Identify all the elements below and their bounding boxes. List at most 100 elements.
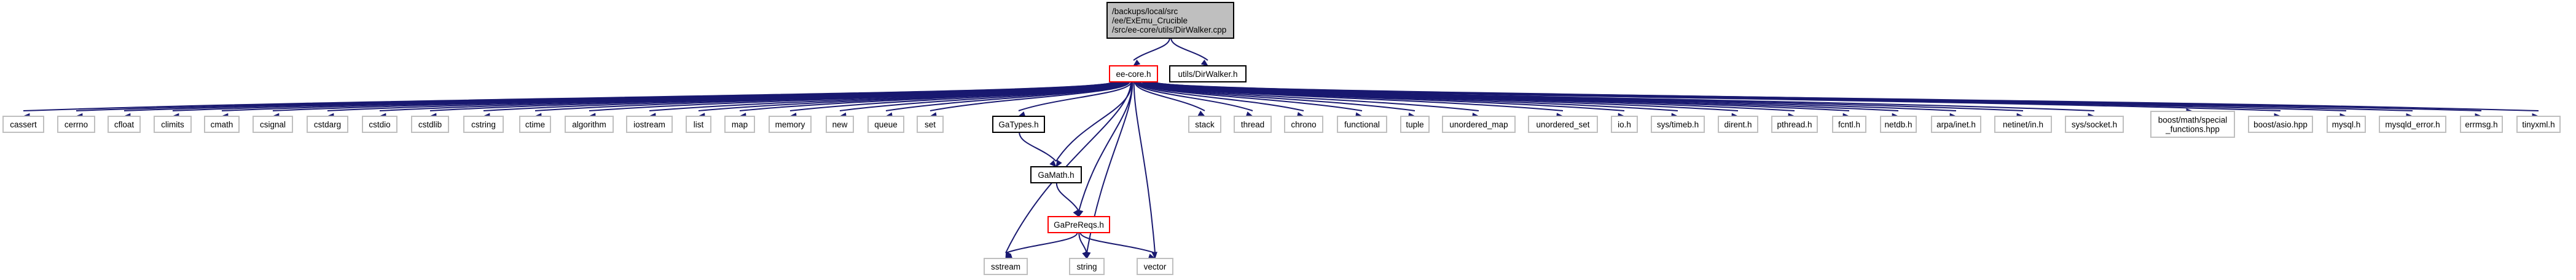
edge-line [1078, 232, 1087, 254]
node-label: map [732, 120, 748, 129]
node-box [1137, 258, 1173, 275]
edge-line [1136, 81, 1304, 111]
node-label: arpa/inet.h [1936, 120, 1976, 129]
node-label: thread [1241, 120, 1264, 129]
node-label: iostream [633, 120, 665, 129]
node-box [1069, 258, 1105, 275]
node-box [1611, 116, 1638, 133]
edge-gaprereqs-to-string [1078, 232, 1088, 260]
node-box [917, 116, 944, 133]
edge-line [1140, 81, 1479, 111]
edge-ee-core-to-vector [1133, 81, 1157, 260]
edge-ee-core-to-gamath [1055, 81, 1133, 168]
node-label: cerrno [65, 120, 88, 129]
edge-arrowhead [1132, 59, 1141, 66]
node-box [2460, 116, 2503, 133]
edge-line [839, 81, 1129, 111]
node-label: errmsg.h [2465, 120, 2497, 129]
node-set: set [917, 116, 944, 133]
node-cstring: cstring [463, 116, 504, 133]
node-label: dirent.h [1724, 120, 1752, 129]
node-list: list [686, 116, 711, 133]
node-box [1771, 116, 1818, 133]
node-label: cstdlib [418, 120, 442, 129]
node-cerrno: cerrno [57, 116, 95, 133]
node-sstream: sstream [984, 258, 1028, 275]
node-ctime: ctime [519, 116, 551, 133]
node-box [2248, 116, 2313, 133]
node-box [2, 116, 44, 133]
node-ee-core[interactable]: ee-core.h [1109, 65, 1158, 82]
node-label: functional [1344, 120, 1380, 129]
node-arpa-inet: arpa/inet.h [1931, 116, 1981, 133]
edge-ee-core-to-gatypes [1017, 81, 1132, 118]
node-gaprereqs[interactable]: GaPreReqs.h [1047, 216, 1110, 233]
node-label: sstream [991, 262, 1020, 271]
node-label: list [694, 120, 704, 129]
node-queue: queue [867, 116, 904, 133]
edge-arrowhead [1049, 160, 1057, 167]
node-label: tuple [1406, 120, 1423, 129]
node-label: set [925, 120, 936, 129]
edge-line [930, 81, 1130, 111]
node-netinet-in: netinet/in.h [1994, 116, 2052, 133]
node-asio: boost/asio.hpp [2248, 116, 2313, 133]
node-label: memory [775, 120, 805, 129]
node-io-h: io.h [1611, 116, 1638, 133]
node-box [1832, 116, 1866, 133]
node-vector: vector [1137, 258, 1173, 275]
edge-arrowhead [1082, 251, 1088, 260]
node-label: algorithm [572, 120, 606, 129]
node-box [307, 116, 348, 133]
edge-line [1153, 81, 2539, 111]
node-csignal: csignal [253, 116, 293, 133]
node-box [204, 116, 240, 133]
node-label: queue [874, 120, 898, 129]
node-label: cstdio [369, 120, 390, 129]
node-label: GaMath.h [1038, 170, 1074, 180]
node-box [1234, 116, 1272, 133]
edge-line [1135, 81, 1253, 111]
node-label: unordered_map [1449, 120, 1508, 129]
edge-gatypes-to-gamath [1019, 132, 1057, 167]
node-stack: stack [1188, 116, 1221, 133]
node-label: /backups/local/src [1112, 7, 1178, 16]
edge-arrowhead [1200, 59, 1209, 66]
node-box [769, 116, 812, 133]
edge-gamath-to-gaprereqs [1055, 182, 1079, 218]
edge-line [885, 81, 1129, 111]
edge-line [1018, 81, 1132, 111]
node-thread: thread [1234, 116, 1272, 133]
node-label: cfloat [114, 120, 135, 129]
node-box [1931, 116, 1981, 133]
edge-line [1133, 81, 1156, 254]
node-gamath[interactable]: GaMath.h [1030, 166, 1082, 183]
edge-line [1137, 81, 1363, 111]
node-map: map [724, 116, 755, 133]
node-label: ctime [525, 120, 545, 129]
node-label: stack [1195, 120, 1215, 129]
node-box [463, 116, 504, 133]
edge-layer [22, 38, 2540, 260]
node-cmath: cmath [204, 116, 240, 133]
node-box [992, 116, 1045, 133]
node-dirent: dirent.h [1718, 116, 1758, 133]
node-label: fcntl.h [1838, 120, 1860, 129]
node-label: GaTypes.h [998, 120, 1038, 129]
node-box [867, 116, 904, 133]
node-pthread: pthread.h [1771, 116, 1818, 133]
node-label: netinet/in.h [2003, 120, 2043, 129]
edge-arrowhead [1197, 110, 1206, 117]
node-iostream: iostream [626, 116, 673, 133]
node-label: pthread.h [1777, 120, 1812, 129]
node-sys-socket: sys/socket.h [2065, 116, 2124, 133]
node-dirwalker[interactable]: utils/DirWalker.h [1169, 65, 1247, 82]
node-label: new [832, 120, 848, 129]
node-label: cstring [471, 120, 496, 129]
node-label: climits [161, 120, 184, 129]
edge-gaprereqs-to-sstream [1004, 232, 1078, 260]
edge-gaprereqs-to-vector [1079, 232, 1156, 260]
node-label: ee-core.h [1116, 70, 1151, 79]
node-gatypes[interactable]: GaTypes.h [992, 116, 1045, 133]
node-box [1528, 116, 1598, 133]
